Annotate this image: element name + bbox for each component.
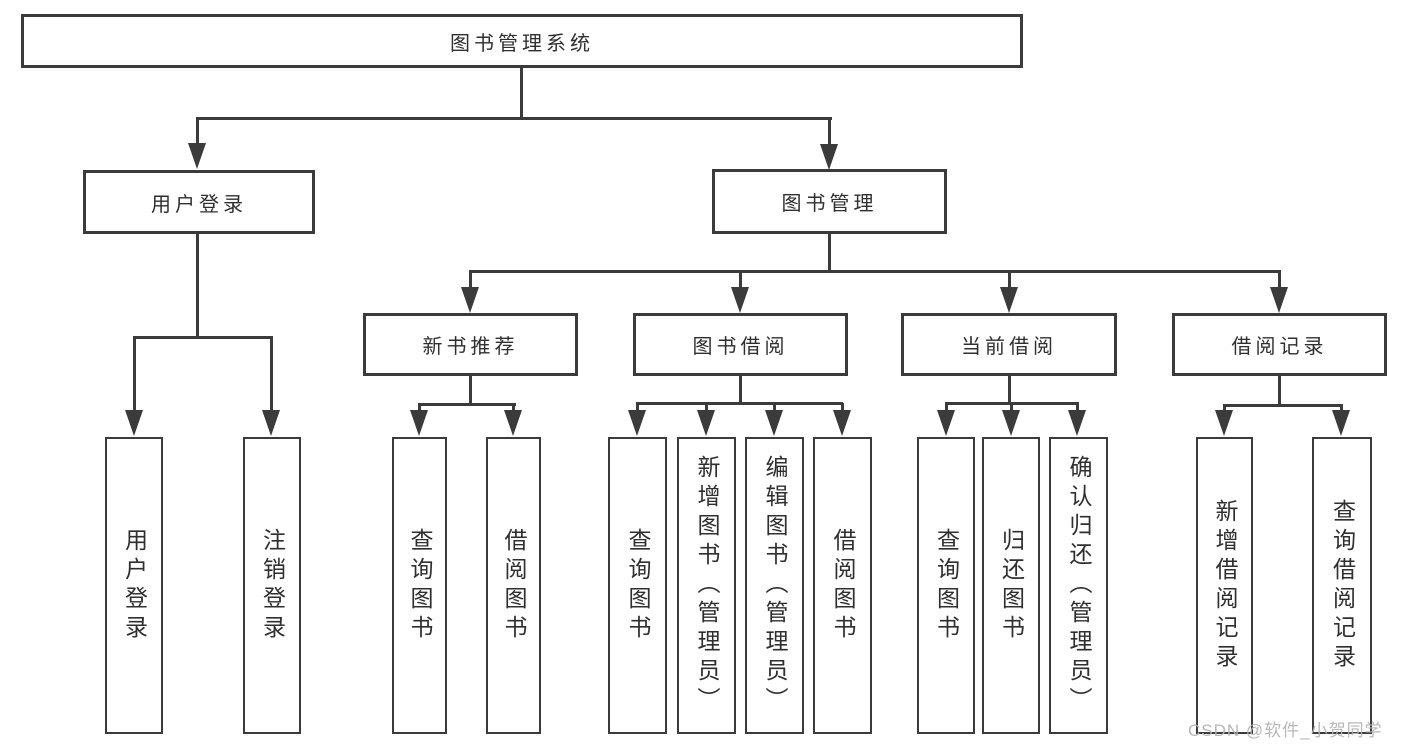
connector-vline [1008, 376, 1011, 404]
arrowhead-down-icon [410, 410, 428, 436]
leaf-label: 借阅图书 [501, 527, 527, 644]
leaf-label: 借阅图书 [830, 527, 856, 644]
connector-stem [133, 338, 136, 410]
arrowhead-down-icon [1215, 410, 1233, 436]
arrowhead-down-icon [1332, 410, 1350, 436]
arrowhead-down-icon [504, 410, 522, 436]
node-book-management: 图书管理 [712, 169, 947, 234]
arrowhead-down-icon [628, 410, 646, 436]
node-user-login: 用户登录 [83, 170, 315, 234]
leaf-label: 查询图书 [407, 527, 433, 644]
connector-vline [469, 376, 472, 406]
connector-stem [945, 403, 948, 412]
leaf-query-borrow-record: 查询借阅记录 [1312, 437, 1372, 734]
connector-stem [1340, 405, 1343, 412]
arrowhead-down-icon [188, 143, 206, 169]
arrowhead-down-icon [1000, 287, 1018, 313]
connector-hline [1223, 404, 1343, 407]
leaf-borrow-books: 借阅图书 [486, 437, 541, 734]
node-library-management-system: 图书管理系统 [21, 14, 1023, 68]
arrowhead-down-icon [731, 287, 749, 313]
leaf-label: 查询图书 [933, 527, 960, 644]
connector-stem [1223, 405, 1226, 412]
connector-stem [1278, 272, 1281, 289]
leaf-edit-books-admin: 编辑图书（管理员） [745, 437, 804, 734]
leaf-return-books: 归还图书 [982, 437, 1040, 734]
arrowhead-down-icon [125, 410, 143, 436]
connector-stem [739, 272, 742, 289]
connector-stem [828, 118, 831, 146]
arrowhead-down-icon [262, 410, 280, 436]
connector-vline [196, 233, 199, 338]
arrowhead-down-icon [1068, 410, 1086, 436]
node-label: 借阅记录 [1231, 336, 1328, 358]
node-current-borrowing: 当前借阅 [901, 313, 1117, 376]
connector-hline [133, 336, 273, 339]
connector-stem [636, 403, 639, 412]
arrowhead-down-icon [697, 410, 715, 436]
connector-hline [196, 117, 832, 120]
leaf-label: 查询借阅记录 [1329, 498, 1356, 673]
node-label: 当前借阅 [961, 336, 1057, 358]
leaf-label: 新增借阅记录 [1212, 498, 1238, 673]
node-new-book-recommend: 新书推荐 [363, 313, 578, 376]
node-borrowing-records: 借阅记录 [1172, 313, 1387, 376]
arrowhead-down-icon [1002, 410, 1020, 436]
leaf-query-books: 查询图书 [392, 437, 447, 734]
node-label: 图书管理 [781, 193, 878, 215]
leaf-add-borrow-record: 新增借阅记录 [1196, 437, 1253, 734]
leaf-label: 用户登录 [121, 527, 148, 644]
arrowhead-down-icon [765, 410, 783, 436]
node-label: 用户登录 [151, 193, 247, 216]
node-label: 新书推荐 [422, 336, 519, 358]
arrowhead-down-icon [461, 287, 479, 313]
connector-vline [1278, 376, 1281, 407]
connector-stem [512, 404, 515, 412]
connector-hline [469, 270, 1281, 273]
leaf-query-books: 查询图书 [608, 437, 667, 734]
leaf-label: 确认归还（管理员） [1066, 455, 1092, 716]
connector-stem [1010, 403, 1013, 412]
connector-stem [418, 404, 421, 412]
connector-vline [520, 68, 523, 118]
arrowhead-down-icon [937, 410, 955, 436]
leaf-query-books: 查询图书 [917, 437, 975, 734]
connector-vline [739, 376, 742, 404]
leaf-confirm-return-admin: 确认归还（管理员） [1049, 437, 1108, 734]
leaf-label: 注销登录 [259, 527, 286, 644]
leaf-label: 查询图书 [625, 527, 651, 644]
connector-stem [196, 118, 199, 146]
connector-hline [418, 403, 516, 406]
node-label: 图书管理系统 [450, 32, 594, 55]
connector-vline [828, 234, 831, 273]
csdn-watermark: CSDN @软件_小贺同学 [1188, 721, 1383, 740]
leaf-label: 新增图书（管理员） [694, 455, 720, 716]
node-label: 图书借阅 [692, 336, 789, 358]
leaf-add-books-admin: 新增图书（管理员） [677, 437, 736, 734]
arrowhead-down-icon [820, 144, 838, 170]
connector-stem [773, 403, 776, 412]
connector-stem [1076, 403, 1079, 412]
leaf-user-login: 用户登录 [105, 437, 163, 734]
leaf-label: 归还图书 [998, 527, 1025, 644]
connector-stem [270, 338, 273, 410]
leaf-logout: 注销登录 [243, 437, 301, 734]
leaf-borrow-books: 借阅图书 [813, 437, 872, 734]
connector-stem [705, 403, 708, 412]
connector-stem [469, 272, 472, 289]
leaf-label: 编辑图书（管理员） [762, 455, 788, 716]
connector-stem [841, 403, 844, 412]
connector-hline [636, 402, 843, 405]
arrowhead-down-icon [833, 410, 851, 436]
node-book-borrowing: 图书借阅 [633, 313, 848, 376]
connector-stem [1008, 272, 1011, 289]
arrowhead-down-icon [1270, 287, 1288, 313]
